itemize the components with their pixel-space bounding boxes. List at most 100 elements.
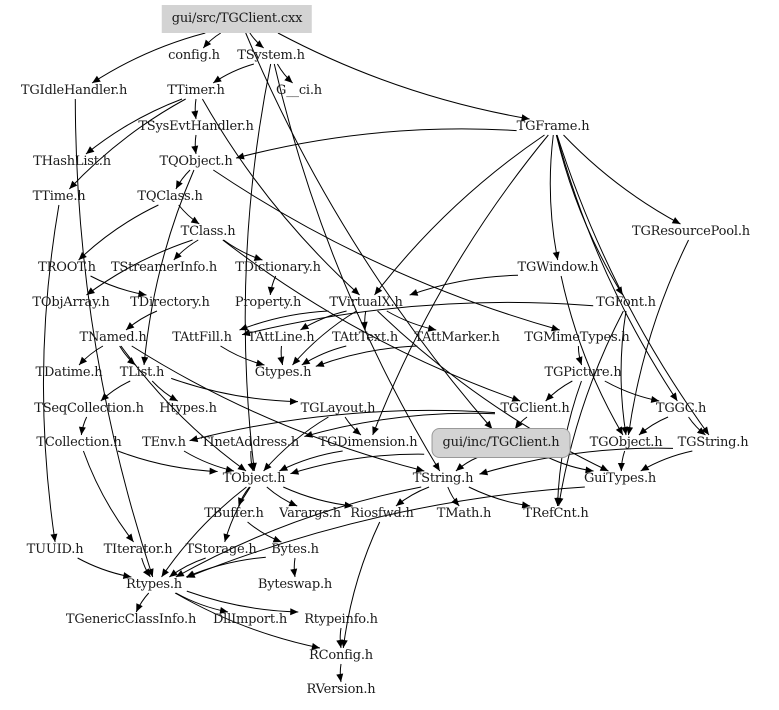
node-tlist[interactable]: TList.h [119,365,165,380]
node-tattline[interactable]: TAttLine.h [247,330,315,345]
node-htypes[interactable]: Htypes.h [159,401,217,416]
arrowhead-icon [315,360,325,367]
node-tbuffer[interactable]: TBuffer.h [204,506,264,521]
arrowhead-icon [284,75,293,83]
arrowhead-icon [670,392,678,401]
node-rconfig[interactable]: RConfig.h [309,648,373,663]
node-tuuid[interactable]: TUUID.h [26,542,84,557]
node-tobject[interactable]: TObject.h [222,471,286,486]
edge-tgframe-to-tvirtualx [374,134,545,296]
arrowhead-icon [554,497,562,506]
edge-riosfwd-to-rconfig [342,521,381,649]
node-rtypeinfo[interactable]: Rtypeinfo.h [304,612,378,627]
node-titerator[interactable]: TIterator.h [103,542,173,557]
node-tinetaddress[interactable]: TInetAddress.h [200,435,300,450]
node-trefcnt[interactable]: TRefCnt.h [523,506,589,521]
node-tnamed[interactable]: TNamed.h [79,330,147,345]
node-varargs[interactable]: Varargs.h [279,506,341,521]
node-tgpicture[interactable]: TGPicture.h [544,365,622,380]
node-gtypes[interactable]: Gtypes.h [254,365,312,380]
node-tqobject[interactable]: TQObject.h [159,154,233,169]
node-tggc[interactable]: TGGC.h [655,401,707,416]
edge-ttimer-to-ttime [68,98,186,190]
node-root[interactable]: gui/src/TGClient.cxx [161,5,313,33]
node-tgresourcepool[interactable]: TGResourcePool.h [632,224,750,239]
node-guiinc[interactable]: gui/inc/TGClient.h [431,428,571,458]
node-tgwindow[interactable]: TGWindow.h [517,260,599,275]
node-tgobject[interactable]: TGObject.h [589,435,663,450]
arrowhead-icon [352,427,361,435]
edge-tattmarker-to-gtypes [315,345,418,367]
node-tattmarker[interactable]: TAttMarker.h [414,330,500,345]
edge-ttime-to-tuuid [42,204,60,543]
arrowhead-icon [78,426,86,435]
node-tvirtualx[interactable]: TVirtualX.h [329,295,403,310]
arrowhead-icon [272,535,282,543]
node-troot[interactable]: TROOT.h [38,260,96,275]
node-config[interactable]: config.h [168,48,220,63]
edge-tqobject-to-tgmimetypes [213,169,560,331]
node-ttimer[interactable]: TTimer.h [167,83,225,98]
node-riosfwd[interactable]: Riosfwd.h [350,506,414,521]
node-bytes[interactable]: Bytes.h [271,542,319,557]
arrowhead-icon [223,533,231,542]
node-tqclass[interactable]: TQClass.h [137,189,203,204]
node-tdictionary[interactable]: TDictionary.h [235,260,321,275]
arrowhead-icon [209,467,218,475]
node-dllimport[interactable]: DllImport.h [212,612,288,627]
arrowhead-icon [640,463,650,471]
node-tglayout[interactable]: TGLayout.h [300,401,376,416]
node-tmath[interactable]: TMath.h [436,506,492,521]
arrowhead-icon [290,568,298,577]
node-tdatime[interactable]: TDatime.h [35,365,103,380]
node-rtypes[interactable]: Rtypes.h [126,577,182,592]
node-tstring[interactable]: TString.h [412,471,474,486]
node-tcollection[interactable]: TCollection.h [36,435,122,450]
node-tgframe[interactable]: TGFrame.h [516,119,590,134]
node-tgidlehandler[interactable]: TGIdleHandler.h [20,83,128,98]
node-tobjarray[interactable]: TObjArray.h [32,295,110,310]
node-tattfill[interactable]: TAttFill.h [172,330,232,345]
arrowhead-icon [190,216,200,224]
node-gci[interactable]: G__ci.h [276,83,322,98]
arrowhead-icon [126,322,135,330]
node-thashlist[interactable]: THashList.h [33,154,111,169]
node-guitypes[interactable]: GuiTypes.h [583,471,657,486]
arrowhead-icon [455,463,465,471]
node-tclass[interactable]: TClass.h [180,224,236,239]
node-tenv[interactable]: TEnv.h [142,435,186,450]
node-tgstring[interactable]: TGString.h [677,435,749,450]
node-ttime[interactable]: TTime.h [32,189,86,204]
arrowhead-icon [85,146,95,154]
edge-tobject-to-rtypes [161,486,247,578]
arrowhead-icon [311,642,320,650]
arrowhead-icon [552,251,560,260]
node-tseqcollection[interactable]: TSeqCollection.h [34,401,144,416]
node-property[interactable]: Property.h [234,295,302,310]
edge-tgframe-to-tgwindow [549,134,559,261]
node-tgenericclassinfo[interactable]: TGenericClassInfo.h [65,612,197,627]
node-tdirectory[interactable]: TDirectory.h [130,295,210,310]
arrowhead-icon [575,356,583,365]
edge-tglayout-to-tobject [263,416,329,472]
node-tsystem[interactable]: TSystem.h [237,48,305,63]
node-tatttext[interactable]: TAttText.h [332,330,398,345]
node-tgmimetypes[interactable]: TGMimeTypes.h [524,330,630,345]
node-tstorage[interactable]: TStorage.h [185,542,257,557]
edge-tgresourcepool-to-tgobject [627,239,689,436]
node-byteswap[interactable]: Byteswap.h [257,577,333,592]
arrowhead-icon [161,568,169,577]
arrowhead-icon [263,462,272,471]
node-rversion[interactable]: RVersion.h [306,682,376,697]
node-tgclient[interactable]: TGClient.h [500,401,570,416]
node-tgfont[interactable]: TGFont.h [596,295,656,310]
arrowhead-icon [374,286,383,295]
edge-guitypes-to-rtypes [186,486,585,579]
node-tgdimension[interactable]: TGDimension.h [318,435,418,450]
arrowhead-icon [79,356,88,365]
arrowhead-icon [521,501,531,509]
edge-troot-to-tdirectory [90,275,147,296]
node-tstreamerinfo[interactable]: TStreamerInfo.h [110,260,218,275]
node-tsysevthandler[interactable]: TSysEvtHandler.h [138,119,254,134]
arrowhead-icon [395,498,405,506]
